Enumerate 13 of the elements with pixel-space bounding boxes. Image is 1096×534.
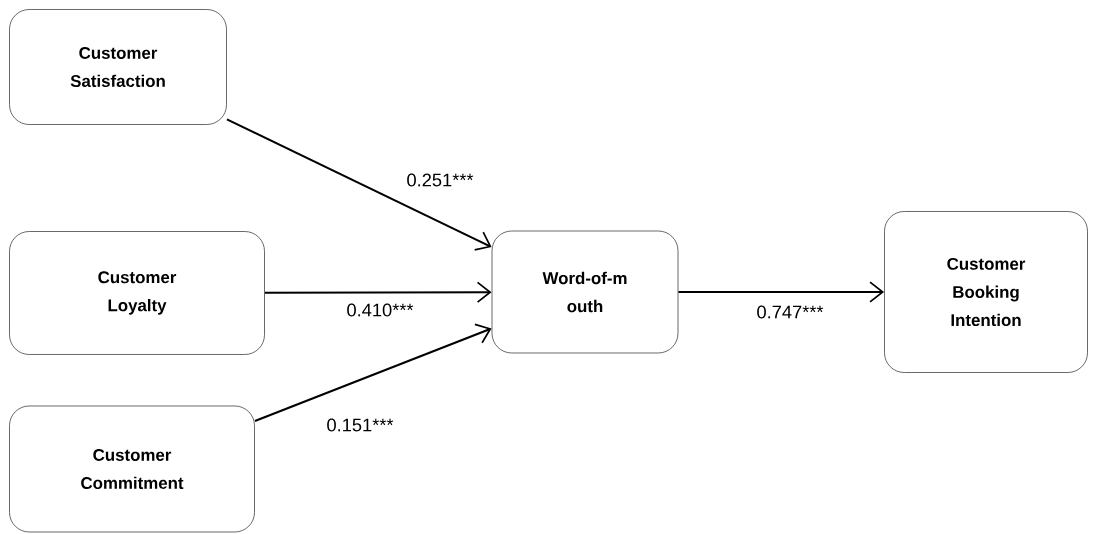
arrow (254, 323, 492, 422)
process-box: Customer Booking Intention (884, 211, 1088, 373)
arrow (226, 118, 492, 251)
arrow (678, 281, 885, 303)
edge-label: 0.410*** (345, 302, 415, 318)
process-box: Word-of-m outh (491, 230, 679, 354)
edge-label: 0.747*** (755, 304, 825, 320)
arrow (264, 281, 492, 303)
edge-label: 0.251*** (405, 172, 475, 188)
process-box: Customer Commitment (9, 405, 255, 533)
process-box: Customer Satisfaction (9, 9, 227, 125)
process-box: Customer Loyalty (9, 231, 265, 355)
edge-label: 0.151*** (325, 417, 395, 433)
